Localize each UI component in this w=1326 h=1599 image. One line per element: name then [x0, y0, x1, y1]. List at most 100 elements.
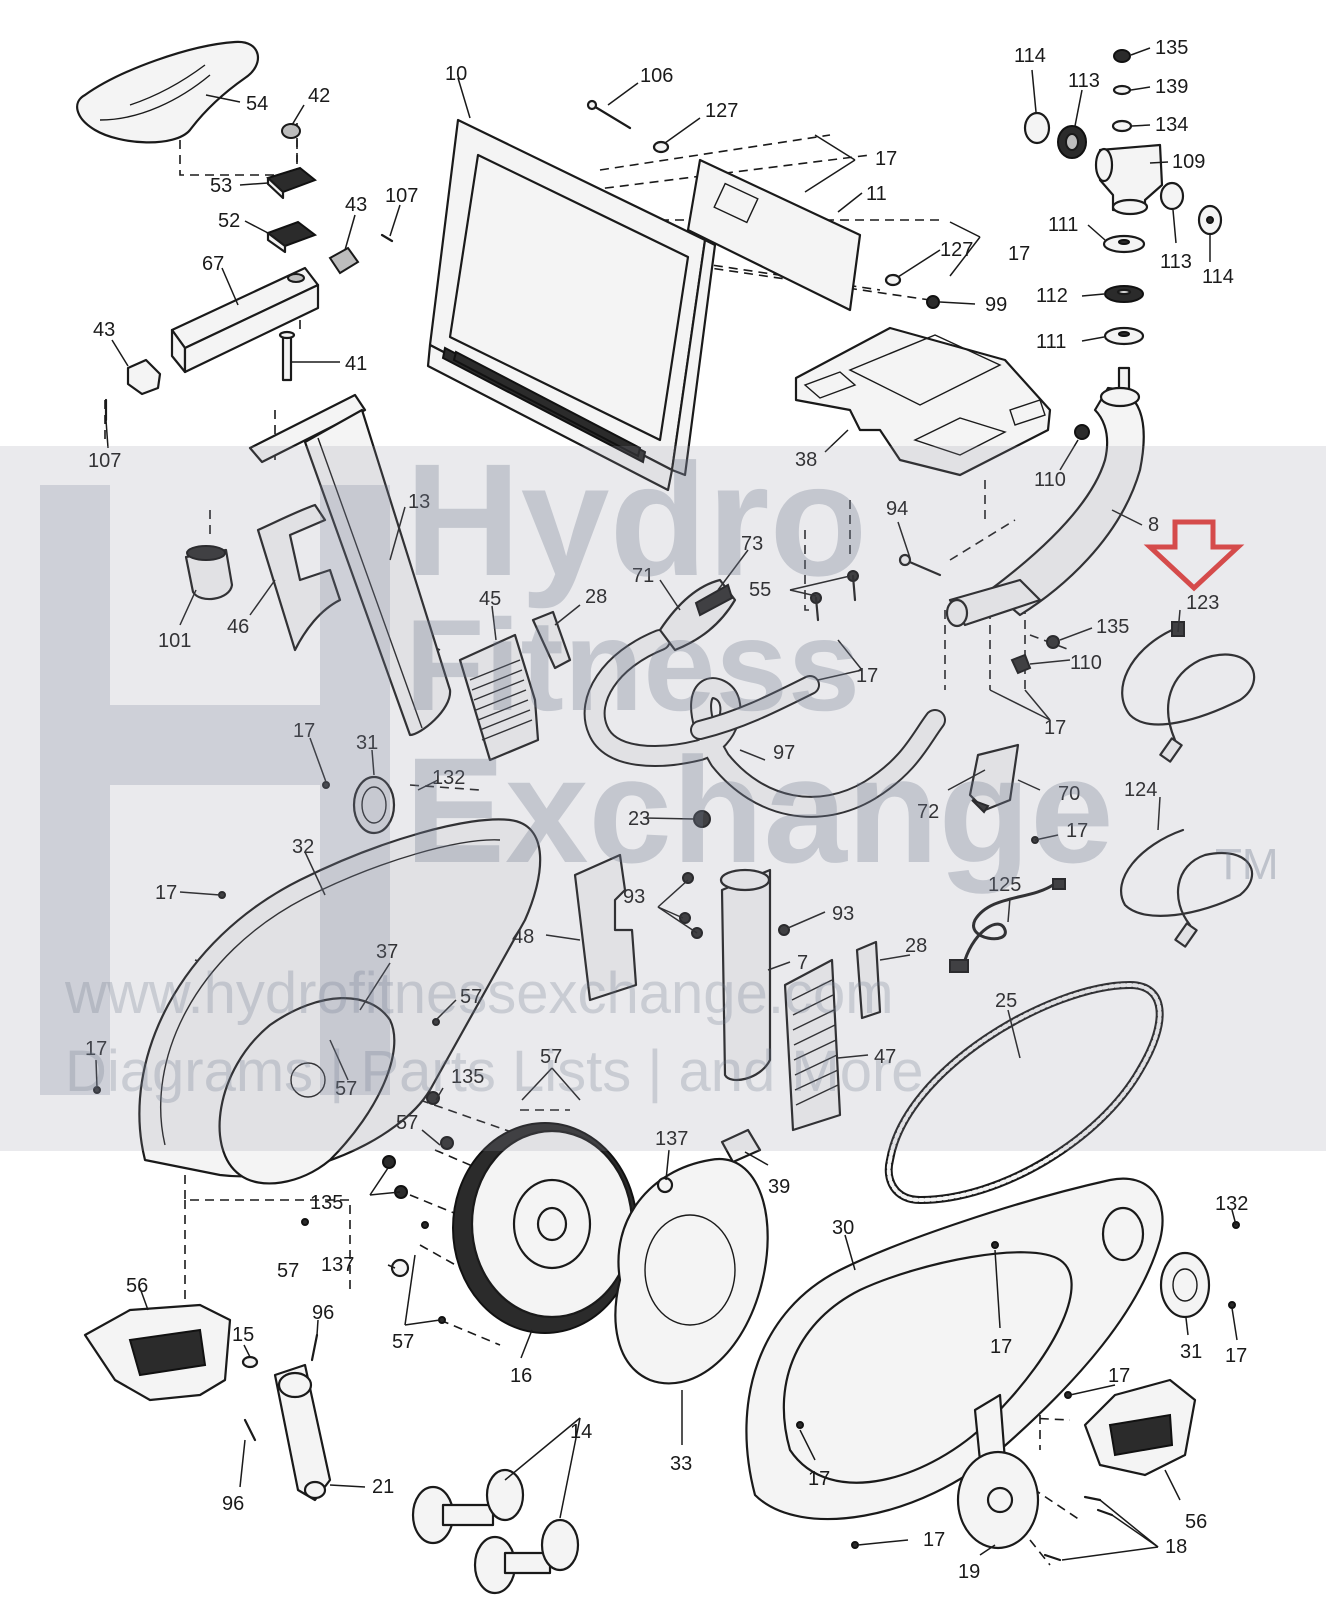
callout-135: 135 [310, 1192, 343, 1214]
callout-18: 18 [1165, 1536, 1187, 1558]
callout-23: 23 [628, 808, 650, 830]
part-bushing-113-left [1057, 125, 1087, 159]
part-nut-99 [926, 295, 940, 309]
callout-113: 113 [1068, 70, 1100, 92]
callout-17: 17 [856, 665, 878, 687]
callout-109: 109 [1172, 151, 1205, 173]
callout-17: 17 [293, 720, 315, 742]
part-bolts-93 [679, 872, 790, 939]
callout-93: 93 [623, 886, 645, 908]
part-nuts-135-lower [382, 1091, 454, 1199]
callout-11: 11 [866, 183, 887, 205]
part-nut-23 [693, 810, 711, 828]
part-knob-101 [184, 545, 234, 601]
callout-96: 96 [312, 1302, 334, 1324]
part-washer-127-top [652, 140, 670, 154]
callout-17: 17 [1225, 1345, 1247, 1367]
part-cap-28-lower [855, 940, 882, 1020]
part-bushing-113-right [1159, 181, 1185, 211]
callout-139: 139 [1155, 76, 1188, 98]
part-screw-107-right [380, 233, 394, 243]
part-wire-123 [1121, 621, 1256, 763]
callout-57: 57 [540, 1046, 562, 1068]
callout-96: 96 [222, 1493, 244, 1515]
callout-70: 70 [1058, 783, 1080, 805]
part-bolt-106 [586, 99, 632, 130]
part-bolts-18 [1043, 1495, 1114, 1562]
callout-37: 37 [376, 941, 398, 963]
callout-57: 57 [460, 986, 482, 1008]
callout-32: 32 [292, 836, 314, 858]
part-crank-19 [956, 1393, 1040, 1550]
callout-112: 112 [1036, 285, 1068, 307]
part-crank-21 [273, 1363, 332, 1502]
part-wire-125 [949, 878, 1066, 973]
part-nut-110-mid [1010, 653, 1032, 675]
part-tube-mount [945, 578, 1042, 628]
part-pulley-31-right [1159, 1251, 1211, 1319]
callout-52: 52 [218, 210, 240, 232]
callout-17: 17 [808, 1468, 830, 1490]
callout-31: 31 [1180, 1341, 1202, 1363]
callout-57: 57 [335, 1078, 357, 1100]
callout-57: 57 [392, 1331, 414, 1353]
part-cap-137-lower [390, 1258, 410, 1278]
part-washer-127-right [884, 273, 902, 287]
part-bolts-55 [810, 570, 859, 622]
callout-47: 47 [874, 1046, 896, 1068]
part-cap-137-upper [656, 1176, 674, 1194]
part-seat-slider-67 [170, 266, 320, 374]
callout-107: 107 [88, 450, 121, 472]
callout-72: 72 [917, 801, 939, 823]
part-washer-134 [1111, 119, 1133, 133]
part-shield-30 [745, 1177, 1164, 1520]
callout-56: 56 [1185, 1511, 1207, 1533]
callout-46: 46 [227, 616, 249, 638]
callout-111: 111 [1048, 214, 1078, 236]
callout-43: 43 [345, 194, 367, 216]
callout-132: 132 [1215, 1193, 1248, 1215]
part-cap-28-upper [531, 610, 572, 670]
part-knob-42 [281, 123, 301, 139]
part-bracket-48 [573, 853, 638, 1002]
callout-7: 7 [797, 952, 808, 974]
callout-48: 48 [512, 926, 534, 948]
callout-93: 93 [832, 903, 854, 925]
part-console-back-11 [686, 158, 862, 312]
part-pulse-grip-72-70 [968, 743, 1020, 814]
callout-135: 135 [1155, 37, 1188, 59]
part-wire-124 [1119, 828, 1253, 948]
callout-8: 8 [1148, 514, 1159, 536]
callout-99: 99 [985, 294, 1007, 316]
callout-125: 125 [988, 874, 1021, 896]
callout-57: 57 [277, 1260, 299, 1282]
part-bolts-96 [243, 1333, 319, 1442]
callout-127: 127 [705, 100, 738, 122]
part-cap-135-top [1113, 49, 1131, 63]
part-shroud-46 [256, 503, 342, 652]
callout-53: 53 [210, 175, 232, 197]
part-clamp-52 [265, 220, 318, 254]
part-bearing-112 [1104, 285, 1144, 303]
part-pedal-56-left [83, 1303, 232, 1402]
callout-43: 43 [93, 319, 115, 341]
part-bolt-41 [278, 330, 296, 382]
callout-17: 17 [923, 1529, 945, 1551]
callout-42: 42 [308, 85, 330, 107]
part-pivot-tube-109 [1094, 143, 1164, 216]
callout-14: 14 [570, 1421, 592, 1443]
part-pulley-31-left [352, 775, 396, 835]
part-clamp-53 [266, 166, 317, 200]
part-nut-135-mid [1046, 635, 1060, 649]
part-nut-110-top [1074, 424, 1090, 440]
part-shroud-47 [783, 958, 842, 1132]
callout-39: 39 [768, 1176, 790, 1198]
callout-114: 114 [1014, 45, 1046, 67]
callout-17: 17 [1108, 1365, 1130, 1387]
part-seat-54 [76, 40, 260, 144]
part-bushing-111-top [1102, 234, 1146, 254]
part-washer-15 [241, 1355, 259, 1369]
callout-25: 25 [995, 990, 1017, 1012]
part-cap-114-left [1023, 111, 1051, 145]
